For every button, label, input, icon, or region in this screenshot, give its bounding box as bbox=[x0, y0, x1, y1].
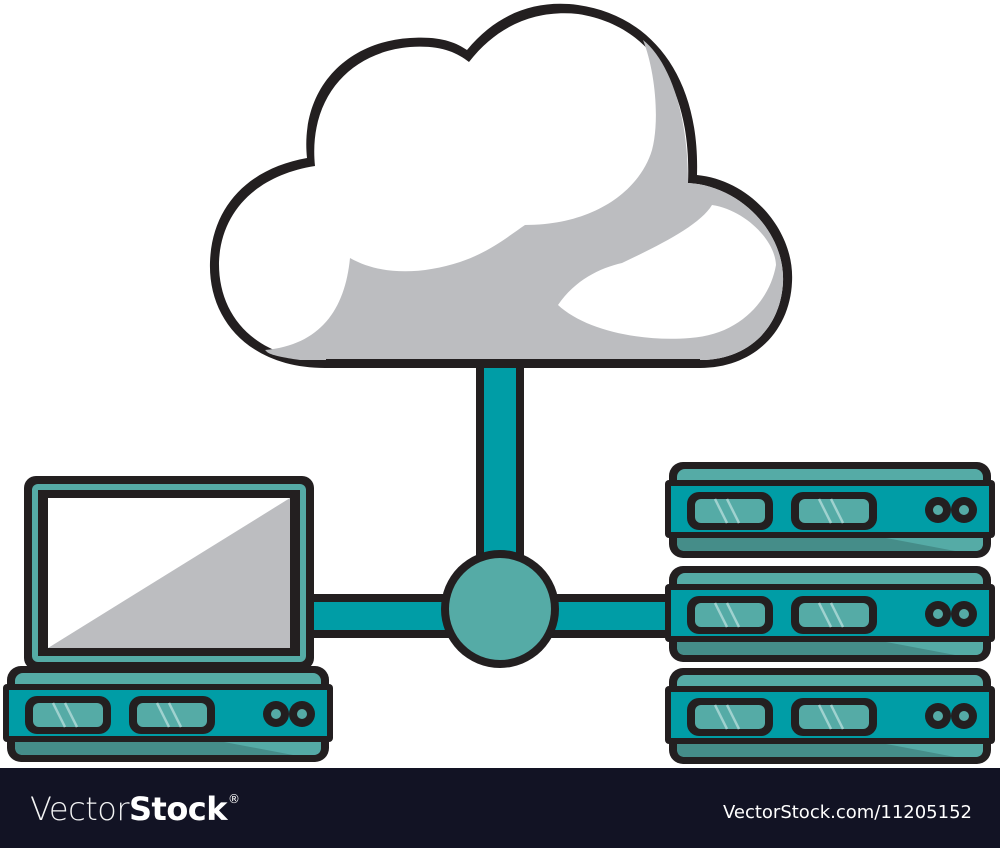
server-rack-icon bbox=[663, 460, 997, 766]
cloud-network-illustration bbox=[1, 3, 997, 766]
brand-light: Vector bbox=[30, 790, 129, 828]
brand-bold: Stock bbox=[128, 790, 228, 828]
network-hub-icon bbox=[441, 550, 559, 668]
cloud-icon bbox=[209, 3, 793, 368]
server-unit-1 bbox=[663, 460, 997, 560]
watermark-footer: VectorStock® VectorStock.com/11205152 bbox=[0, 768, 1000, 848]
laptop-icon bbox=[24, 476, 314, 670]
image-url: VectorStock.com/11205152 bbox=[722, 802, 972, 823]
laptop-base-unit bbox=[1, 664, 335, 764]
brand-logo: VectorStock® bbox=[30, 790, 240, 828]
registered-mark: ® bbox=[228, 792, 240, 806]
server-unit-3 bbox=[663, 666, 997, 766]
server-unit-2 bbox=[663, 564, 997, 664]
